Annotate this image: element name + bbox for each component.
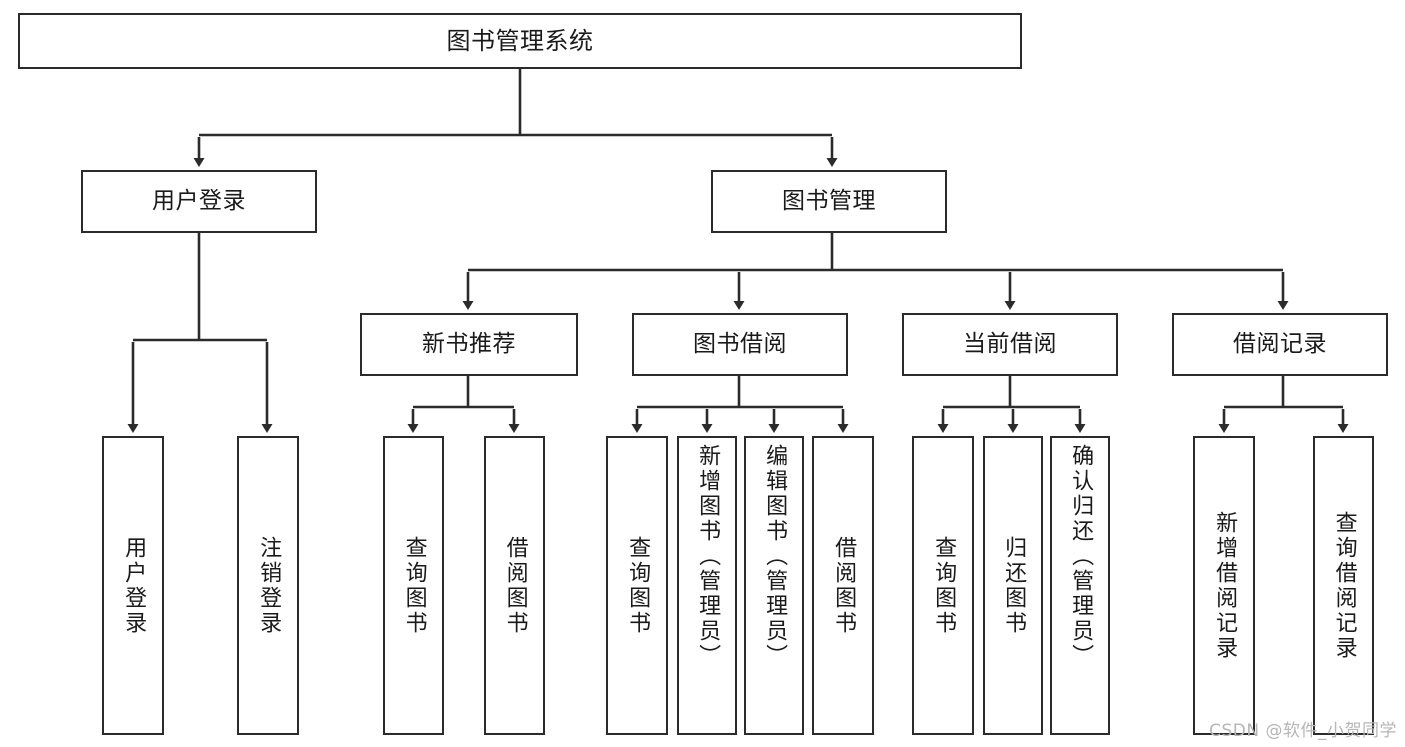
node-label: 借阅图书 — [502, 535, 528, 636]
node-label: 归还图书 — [1001, 535, 1027, 636]
node-borrowing-records[interactable]: 借阅记录 — [1172, 313, 1388, 376]
node-label: 确认归还（管理员） — [1068, 444, 1094, 669]
node-label: 编辑图书（管理员） — [762, 444, 788, 669]
node-book-borrowing[interactable]: 图书借阅 — [632, 313, 848, 376]
leaf-edit-book-admin[interactable]: 编辑图书（管理员） — [744, 436, 804, 735]
leaf-add-borrowing-record[interactable]: 新增借阅记录 — [1193, 436, 1255, 735]
node-label: 查询借阅记录 — [1331, 510, 1357, 661]
node-label: 查询图书 — [401, 535, 427, 636]
node-user-login[interactable]: 用户登录 — [81, 170, 317, 233]
node-label: 新增借阅记录 — [1212, 510, 1238, 661]
node-label: 新增图书（管理员） — [695, 444, 721, 669]
node-label: 图书借阅 — [693, 331, 787, 358]
leaf-query-book-borrowing[interactable]: 查询图书 — [606, 436, 668, 735]
node-label: 图书管理系统 — [446, 27, 594, 55]
leaf-return-book[interactable]: 归还图书 — [983, 436, 1043, 735]
node-label: 用户登录 — [121, 535, 147, 636]
leaf-query-book-current[interactable]: 查询图书 — [912, 436, 974, 735]
leaf-borrow-book-borrowing[interactable]: 借阅图书 — [812, 436, 874, 735]
node-label: 借阅记录 — [1233, 331, 1327, 358]
node-label: 注销登录 — [256, 535, 282, 636]
leaf-borrow-book-recommendation[interactable]: 借阅图书 — [484, 436, 545, 735]
node-label: 查询图书 — [625, 535, 651, 636]
node-label: 当前借阅 — [963, 331, 1057, 358]
node-label: 图书管理 — [782, 188, 876, 215]
leaf-query-borrowing-record[interactable]: 查询借阅记录 — [1313, 436, 1374, 735]
csdn-watermark: CSDN @软件_小贺同学 — [1209, 721, 1397, 741]
leaf-add-book-admin[interactable]: 新增图书（管理员） — [677, 436, 737, 735]
node-root-book-management-system[interactable]: 图书管理系统 — [18, 13, 1022, 69]
leaf-query-book-recommendation[interactable]: 查询图书 — [383, 436, 444, 735]
node-new-book-recommendation[interactable]: 新书推荐 — [360, 313, 578, 376]
node-label: 查询图书 — [931, 535, 957, 636]
node-label: 借阅图书 — [831, 535, 857, 636]
leaf-user-login[interactable]: 用户登录 — [102, 436, 164, 735]
node-label: 新书推荐 — [422, 331, 516, 358]
leaf-logout[interactable]: 注销登录 — [237, 436, 299, 735]
leaf-confirm-return-admin[interactable]: 确认归还（管理员） — [1050, 436, 1110, 735]
node-label: 用户登录 — [152, 188, 246, 215]
node-book-management[interactable]: 图书管理 — [711, 170, 947, 233]
node-current-borrowing[interactable]: 当前借阅 — [902, 313, 1118, 376]
